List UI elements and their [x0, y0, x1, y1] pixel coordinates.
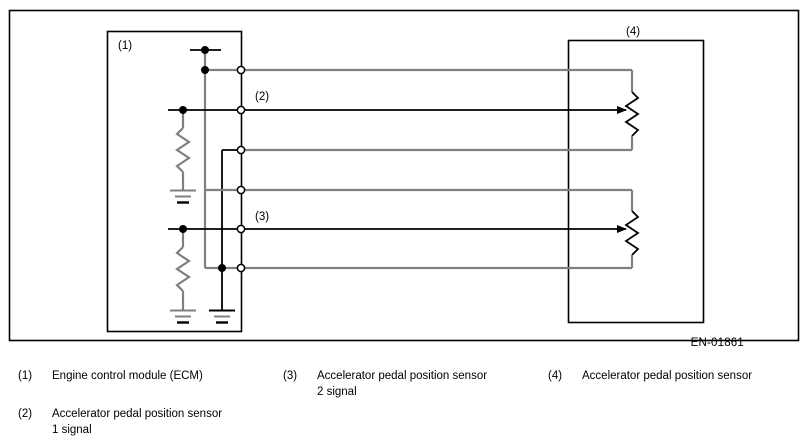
- legend-item-3-text: Accelerator pedal position sensor 2 sign…: [317, 370, 488, 398]
- legend-item-2: (2) Accelerator pedal position sensor 1 …: [18, 407, 273, 438]
- legend-item-2-number: (2): [18, 408, 33, 420]
- legend-item-4: (4) Accelerator pedal position sensor: [548, 369, 808, 385]
- ecm-pull-up-resistor-2: [175, 246, 191, 292]
- ecm-ground-2-icon: [170, 309, 196, 324]
- connector-pin-aps2-signal: [236, 224, 246, 234]
- legend-item-1-text: Engine control module (ECM): [52, 370, 203, 382]
- legend-item-1-number: (1): [18, 370, 33, 382]
- drawing-code-label: EN-01861: [690, 337, 744, 349]
- legend-item-4-text: Accelerator pedal position sensor: [582, 370, 753, 382]
- junction-ground-2: [218, 264, 226, 272]
- connector-pins: [236, 65, 246, 273]
- aps-potentiometer-2: [624, 190, 640, 268]
- connector-pin-aps2-ground: [236, 263, 246, 273]
- aps-potentiometer-1: [624, 70, 640, 150]
- connector-pin-aps2-supply: [236, 185, 246, 195]
- callout-2: (2): [255, 91, 270, 103]
- engine-control-module-block: [106, 30, 243, 333]
- junction-supply-top: [201, 46, 209, 54]
- junction-signal-2: [179, 225, 187, 233]
- callout-4: (4): [626, 26, 641, 38]
- ecm-ground-1-icon: [170, 189, 196, 204]
- legend-item-4-number: (4): [548, 370, 563, 382]
- callout-3: (3): [255, 211, 270, 223]
- accelerator-pedal-position-sensor-block: [567, 39, 705, 324]
- connector-pin-aps1-signal: [236, 105, 246, 115]
- junction-signal-1: [179, 106, 187, 114]
- legend: (1) Engine control module (ECM) (2) Acce…: [0, 362, 808, 446]
- legend-item-3-number: (3): [283, 370, 298, 382]
- legend-item-1: (1) Engine control module (ECM): [18, 369, 273, 385]
- ecm-ground-3-icon: [209, 309, 235, 324]
- junction-dots: [179, 46, 226, 272]
- callout-1: (1): [118, 40, 133, 52]
- junction-supply-branch: [201, 66, 209, 74]
- connector-pin-aps1-supply: [236, 65, 246, 75]
- legend-item-3: (3) Accelerator pedal position sensor 2 …: [283, 369, 538, 400]
- harness-wires: [241, 68, 632, 270]
- ecm-pull-up-resistor-1: [175, 127, 191, 173]
- connector-pin-aps1-ground: [236, 145, 246, 155]
- legend-item-2-text: Accelerator pedal position sensor 1 sign…: [52, 408, 223, 436]
